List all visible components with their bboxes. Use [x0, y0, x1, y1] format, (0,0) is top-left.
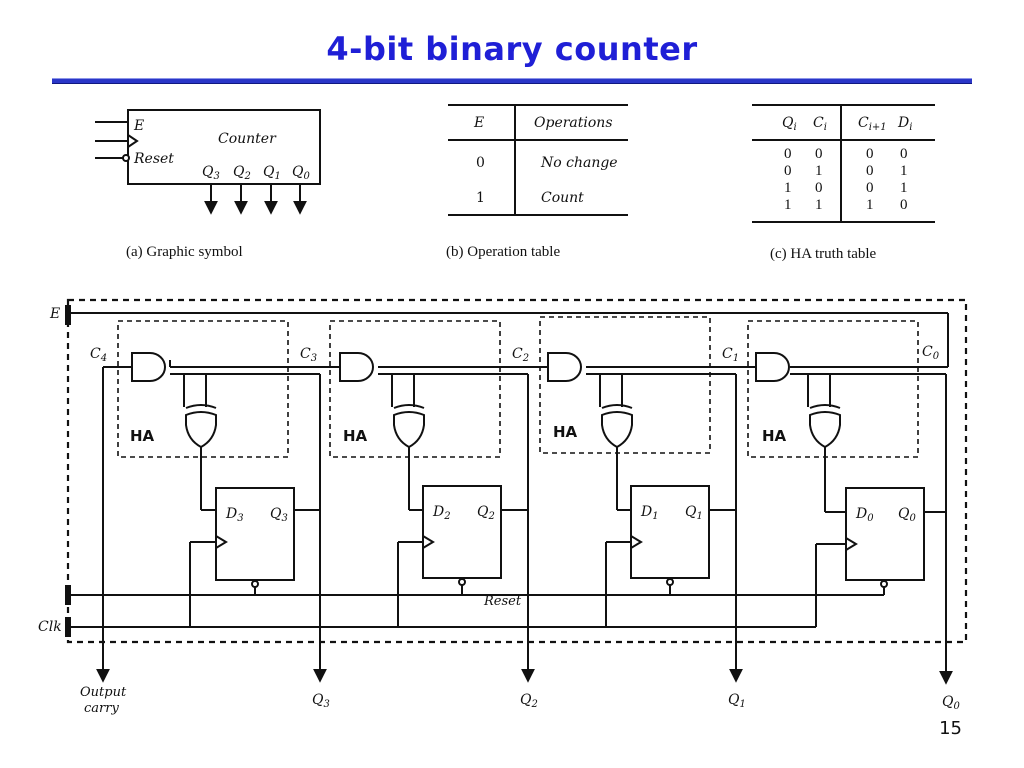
op-row-0-e: 0 — [476, 155, 485, 171]
caption-operation-table: (b) Operation table — [446, 244, 560, 260]
ha-cell: 0 — [900, 146, 908, 162]
output-label-q1: Q1 — [728, 692, 746, 710]
xor-gate-3 — [185, 411, 217, 449]
flipflop-3 — [215, 487, 295, 581]
caption-ha-truth-table: (c) HA truth table — [770, 246, 877, 262]
and-gate-0 — [755, 352, 790, 382]
and-gate-3 — [131, 352, 166, 382]
output-carry-label-2: carry — [84, 701, 119, 716]
and-gate-2 — [339, 352, 374, 382]
ff0-q: Q0 — [898, 506, 916, 524]
op-row-1-e: 1 — [476, 190, 485, 206]
graphic-symbol: E Reset Counter Q3 Q2 Q1 Q0 (a) Graphic … — [95, 109, 321, 260]
and-gate-1 — [547, 352, 582, 382]
ha-cell: 1 — [815, 197, 823, 213]
output-label-q2: Q2 — [520, 692, 538, 710]
ha-rows: 0 0 0 0 0 1 0 1 1 0 0 1 1 1 1 0 — [784, 146, 908, 213]
ha-cell: 0 — [815, 180, 823, 196]
xor-gate-2 — [393, 411, 425, 449]
ha-cell: 1 — [900, 180, 908, 196]
ff1-q: Q1 — [685, 504, 703, 522]
ff2-d: D2 — [432, 504, 451, 522]
symbol-input-e: E — [133, 118, 144, 134]
op-row-0-op: No change — [540, 155, 618, 171]
ff0-d: D0 — [855, 506, 874, 524]
counter-circuit: E Reset Clk HA HA HA HA C4 C3 C2 C1 C0 — [38, 298, 968, 716]
ha-cell: 1 — [784, 197, 792, 213]
ha-label-1: HA — [553, 423, 578, 441]
circuit-boundary — [66, 298, 968, 644]
ha-header-ci: Ci — [813, 115, 827, 133]
op-header-operations: Operations — [534, 115, 613, 131]
circuit-label-clk: Clk — [38, 619, 62, 635]
circuit-label-reset: Reset — [483, 594, 522, 609]
stage-3: D3 Q3 — [131, 352, 327, 683]
carry-label-c0: C0 — [922, 344, 940, 362]
op-row-1-op: Count — [541, 190, 584, 206]
ha-label-2: HA — [343, 427, 368, 445]
flipflop-2 — [422, 485, 502, 579]
ha-header-qi: Qi — [782, 115, 797, 133]
ha-cell: 0 — [900, 197, 908, 213]
symbol-input-reset: Reset — [133, 151, 174, 167]
xor-gate-1 — [601, 411, 633, 449]
ha-cell: 0 — [866, 146, 874, 162]
symbol-output-q1: Q1 — [263, 164, 281, 182]
ha-box-2 — [329, 320, 501, 458]
ff2-q: Q2 — [477, 504, 495, 522]
ha-box-0 — [747, 320, 919, 458]
caption-graphic-symbol: (a) Graphic symbol — [126, 244, 243, 260]
ha-label-0: HA — [762, 427, 787, 445]
operation-table: E Operations 0 No change 1 Count (b) Ope… — [446, 104, 628, 260]
output-label-q3: Q3 — [312, 692, 330, 710]
stage-1: D1 Q1 — [547, 352, 743, 683]
page-number: 15 — [939, 718, 962, 739]
ha-cell: 0 — [815, 146, 823, 162]
ha-box-1 — [539, 316, 711, 454]
op-header-e: E — [473, 115, 484, 131]
ha-header-di: Di — [897, 115, 912, 133]
output-carry-label-1: Output — [80, 685, 127, 700]
carry-label-c1: C1 — [722, 346, 739, 364]
symbol-name: Counter — [218, 131, 277, 147]
ha-box-3 — [117, 320, 289, 458]
stage-0: D0 Q0 — [755, 352, 953, 685]
ff3-q: Q3 — [270, 506, 288, 524]
symbol-output-q3: Q3 — [202, 164, 220, 182]
ha-cell: 1 — [815, 163, 823, 179]
ha-cell: 0 — [866, 180, 874, 196]
ha-header-ci1: Ci+1 — [858, 115, 887, 133]
flipflop-1 — [630, 485, 710, 579]
ha-cell: 1 — [866, 197, 874, 213]
ha-truth-table: Qi Ci Ci+1 Di 0 0 0 0 0 1 0 1 1 0 0 1 1 … — [752, 104, 935, 262]
ha-cell: 0 — [866, 163, 874, 179]
carry-label-c3: C3 — [300, 346, 317, 364]
stage-2: D2 Q2 — [339, 352, 535, 683]
ha-cell: 1 — [784, 180, 792, 196]
symbol-output-q2: Q2 — [233, 164, 251, 182]
ff3-d: D3 — [225, 506, 244, 524]
circuit-label-e: E — [49, 306, 60, 322]
symbol-output-q0: Q0 — [292, 164, 310, 182]
slide-title: 4-bit binary counter — [326, 30, 698, 68]
ha-cell: 0 — [784, 146, 792, 162]
xor-gate-0 — [809, 411, 841, 449]
title-divider — [52, 78, 972, 84]
ha-label-3: HA — [130, 427, 155, 445]
ff1-d: D1 — [640, 504, 659, 522]
ha-cell: 0 — [784, 163, 792, 179]
carry-label-c4: C4 — [90, 346, 107, 364]
output-label-q0: Q0 — [942, 694, 960, 712]
ha-cell: 1 — [900, 163, 908, 179]
flipflop-0 — [845, 487, 925, 581]
carry-label-c2: C2 — [512, 346, 529, 364]
